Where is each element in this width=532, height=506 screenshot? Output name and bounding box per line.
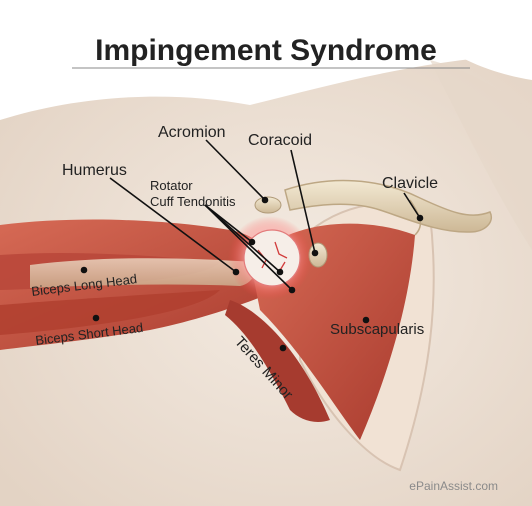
label-rotator-line1: Rotator bbox=[150, 178, 193, 193]
label-acromion: Acromion bbox=[158, 124, 226, 141]
watermark: ePainAssist.com bbox=[409, 479, 498, 493]
label-coracoid: Coracoid bbox=[248, 132, 312, 149]
label-rotator-line2: Cuff Tendonitis bbox=[150, 194, 236, 209]
label-subscapularis: Subscapularis bbox=[330, 321, 424, 338]
humeral-head bbox=[244, 230, 300, 286]
label-humerus: Humerus bbox=[62, 162, 127, 179]
label-clavicle: Clavicle bbox=[382, 175, 438, 192]
page-title: Impingement Syndrome bbox=[95, 34, 437, 67]
